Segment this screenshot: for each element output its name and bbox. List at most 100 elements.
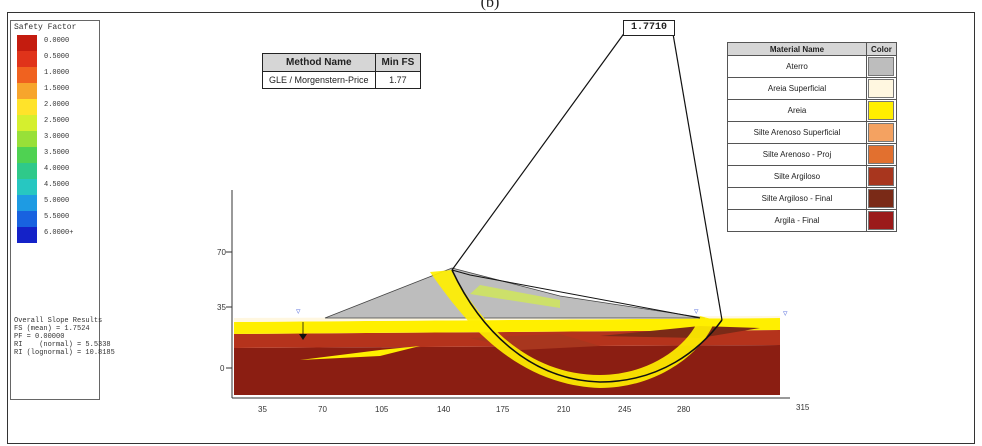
legend-label: 3.0000	[44, 133, 70, 141]
x-tick-label: 105	[375, 405, 389, 414]
legend-swatch	[17, 211, 37, 227]
material-name: Silte Arenoso - Proj	[727, 143, 867, 166]
material-name: Silte Argiloso	[727, 165, 867, 188]
material-color	[866, 99, 897, 122]
x-tick-label: 280	[677, 405, 691, 414]
x-tick-label: 35	[258, 405, 267, 414]
legend-label: 0.0000	[44, 37, 70, 45]
legend-swatch	[17, 99, 37, 115]
legend-item: 5.0000	[17, 195, 97, 211]
material-color	[866, 165, 897, 188]
legend-label: 4.5000	[44, 181, 70, 189]
material-row: Silte Arenoso - Proj	[727, 143, 897, 166]
legend-swatch	[17, 131, 37, 147]
piezometric-arrow-head	[299, 334, 307, 340]
legend-item: 4.5000	[17, 179, 97, 195]
material-swatch	[868, 123, 895, 142]
slope-results-summary: Overall Slope Results FS (mean) = 1.7524…	[14, 317, 115, 357]
slip-surface-band	[430, 270, 715, 388]
x-tick-label: 70	[318, 405, 327, 414]
legend-swatch	[17, 51, 37, 67]
method-name-cell: GLE / Morgenstern-Price	[262, 71, 376, 89]
material-name-header: Material Name	[727, 42, 867, 56]
legend-label: 2.0000	[44, 101, 70, 109]
material-color-header: Color	[866, 42, 897, 56]
min-fs-label: 1.7710	[623, 20, 675, 36]
material-row: Silte Argiloso - Final	[727, 187, 897, 210]
radius-line-left	[451, 27, 629, 271]
material-color	[866, 209, 897, 232]
legend-item: 3.0000	[17, 131, 97, 147]
material-color	[866, 143, 897, 166]
legend-item: 5.5000	[17, 211, 97, 227]
silt-lens-final	[600, 326, 760, 338]
legend-label: 0.5000	[44, 53, 70, 61]
sand-lens	[300, 346, 420, 360]
legend-label: 5.0000	[44, 197, 70, 205]
material-color	[866, 121, 897, 144]
radius-line-right	[671, 27, 723, 321]
water-level-marker: ▿	[296, 306, 301, 316]
sand-layer	[234, 318, 780, 334]
safety-factor-legend: Safety Factor 0.0000 0.5000 1.0000 1.500…	[10, 20, 115, 400]
material-swatch	[868, 189, 895, 208]
legend-swatch	[17, 195, 37, 211]
x-tick-label: 315	[796, 403, 810, 412]
material-name: Aterro	[727, 55, 867, 78]
material-name: Areia Superficial	[727, 77, 867, 100]
method-header: Method Name	[262, 53, 376, 72]
legend-swatch	[17, 179, 37, 195]
legend-label: 3.5000	[44, 149, 70, 157]
material-color	[866, 77, 897, 100]
legend-swatch	[17, 163, 37, 179]
legend-item: 1.0000	[17, 67, 97, 83]
material-name: Silte Arenoso Superficial	[727, 121, 867, 144]
critical-slip-surface	[451, 269, 723, 383]
legend-swatch	[17, 227, 37, 243]
y-tick-label: 35	[217, 303, 226, 312]
material-swatch	[868, 101, 895, 120]
legend-label: 6.0000+	[44, 229, 74, 237]
material-swatch	[868, 145, 895, 164]
legend-item: 6.0000+	[17, 227, 97, 243]
material-name: Silte Argiloso - Final	[727, 187, 867, 210]
material-color	[866, 187, 897, 210]
min-fs-cell: 1.77	[374, 71, 422, 89]
material-row: Argila - Final	[727, 209, 897, 232]
legend-item: 2.5000	[17, 115, 97, 131]
x-tick-label: 175	[496, 405, 510, 414]
min-fs-header: Min FS	[374, 53, 422, 72]
material-swatch	[868, 57, 895, 76]
legend-label: 1.5000	[44, 85, 70, 93]
material-name: Argila - Final	[727, 209, 867, 232]
water-level-marker: ▿	[783, 308, 788, 318]
legend-swatch	[17, 115, 37, 131]
legend-swatch	[17, 147, 37, 163]
material-swatch	[868, 211, 895, 230]
x-tick-label: 245	[618, 405, 632, 414]
legend-swatch	[17, 67, 37, 83]
material-table: Material Name Color Aterro Areia Superfi…	[727, 42, 897, 232]
ground-profile	[451, 269, 701, 319]
material-row: Areia	[727, 99, 897, 122]
legend-label: 1.0000	[44, 69, 70, 77]
legend-label: 2.5000	[44, 117, 70, 125]
x-tick-label: 140	[437, 405, 451, 414]
material-row: Silte Argiloso	[727, 165, 897, 188]
legend-item: 0.5000	[17, 51, 97, 67]
figure-label: (b)	[480, 0, 500, 11]
legend-item: 3.5000	[17, 147, 97, 163]
legend-swatch	[17, 35, 37, 51]
legend-label: 5.5000	[44, 213, 70, 221]
material-row: Aterro	[727, 55, 897, 78]
material-row: Silte Arenoso Superficial	[727, 121, 897, 144]
y-tick-label: 70	[217, 248, 226, 257]
x-tick-label: 210	[557, 405, 571, 414]
y-tick-label: 0	[220, 364, 225, 373]
water-level-marker: ▿	[694, 306, 699, 316]
material-row: Areia Superficial	[727, 77, 897, 100]
legend-label: 4.0000	[44, 165, 70, 173]
clay-layer	[234, 345, 780, 395]
material-color	[866, 55, 897, 78]
